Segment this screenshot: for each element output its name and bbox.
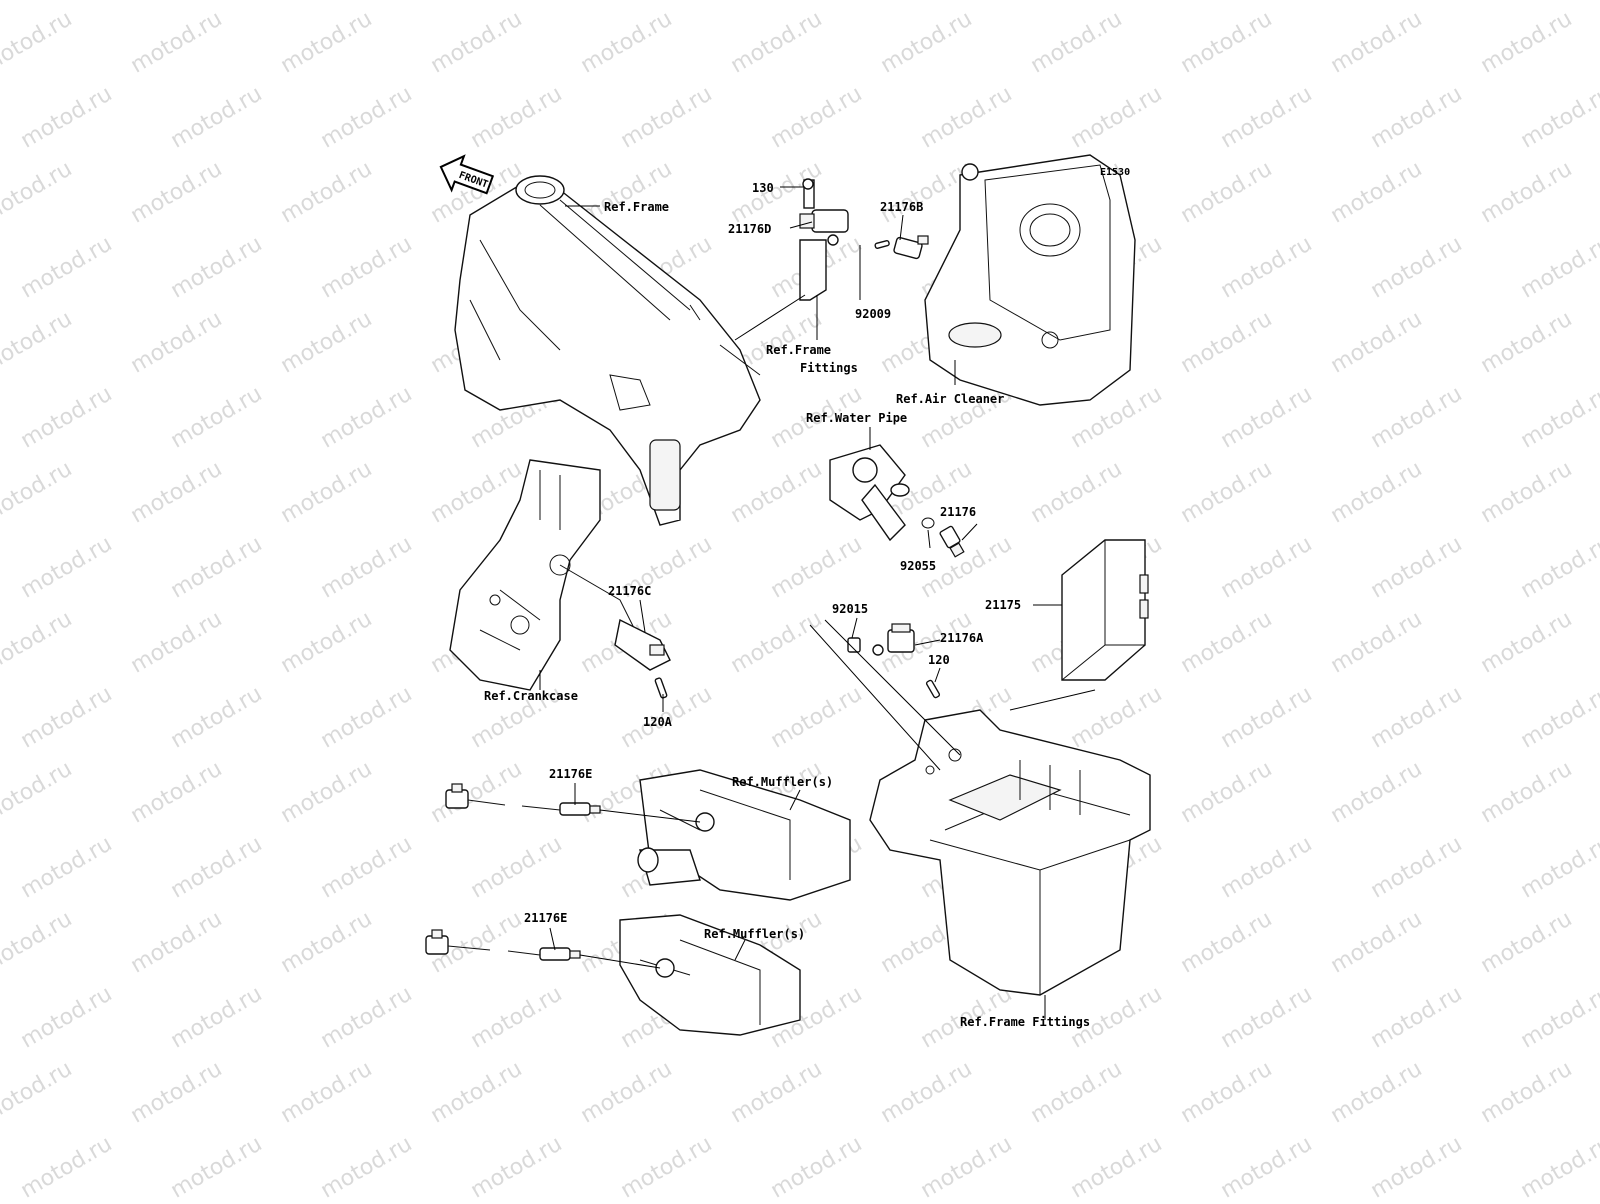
crankcase-drawing	[449, 459, 641, 691]
label-ref-frame-fittings-top-2: Fittings	[800, 361, 858, 375]
diagram-code: E1530	[1100, 167, 1130, 178]
label-ref-muffler-upper: Ref.Muffler(s)	[732, 775, 833, 789]
label-ref-crankcase: Ref.Crankcase	[484, 689, 578, 703]
label-part-21176: 21176	[940, 505, 976, 519]
sensor-21176b	[874, 235, 929, 260]
label-part-21176a: 21176A	[940, 631, 984, 645]
muffler-lower-drawing	[619, 914, 801, 1036]
sensor-21176a	[847, 623, 941, 699]
sensor-21176	[921, 517, 965, 558]
ecu-21175	[1061, 539, 1149, 681]
label-part-92055: 92055	[900, 559, 936, 573]
label-ref-frame: Ref.Frame	[604, 200, 669, 214]
label-part-120: 120	[928, 653, 950, 667]
label-ref-air-cleaner: Ref.Air Cleaner	[896, 392, 1004, 406]
label-part-92009: 92009	[855, 307, 891, 321]
frame-drawing	[454, 175, 761, 526]
label-part-21176c: 21176C	[608, 584, 651, 598]
sensor-21176d	[799, 178, 849, 301]
sensor-21176c	[614, 618, 671, 699]
battery-case-drawing	[869, 709, 1151, 996]
label-ref-muffler-lower: Ref.Muffler(s)	[704, 927, 805, 941]
water-pipe-drawing	[829, 444, 910, 542]
label-part-21176d: 21176D	[728, 222, 771, 236]
label-part-21176b: 21176B	[880, 200, 923, 214]
o2-sensor-lower	[425, 929, 581, 961]
front-arrow: FRONT	[439, 154, 495, 195]
label-part-21176e-upper: 21176E	[549, 767, 592, 781]
air-cleaner-drawing	[924, 154, 1136, 406]
leader-lines	[539, 186, 1096, 1020]
o2-sensor-upper	[445, 783, 601, 816]
label-part-120a: 120A	[643, 715, 673, 729]
muffler-upper-drawing	[637, 769, 851, 901]
label-part-92015: 92015	[832, 602, 868, 616]
label-ref-water-pipe: Ref.Water Pipe	[806, 411, 907, 425]
label-ref-frame-fittings-top-1: Ref.Frame	[766, 343, 831, 357]
label-part-130: 130	[752, 181, 774, 195]
label-part-21175: 21175	[985, 598, 1021, 612]
label-ref-frame-fittings-bottom: Ref.Frame Fittings	[960, 1015, 1090, 1029]
label-part-21176e-lower: 21176E	[524, 911, 567, 925]
